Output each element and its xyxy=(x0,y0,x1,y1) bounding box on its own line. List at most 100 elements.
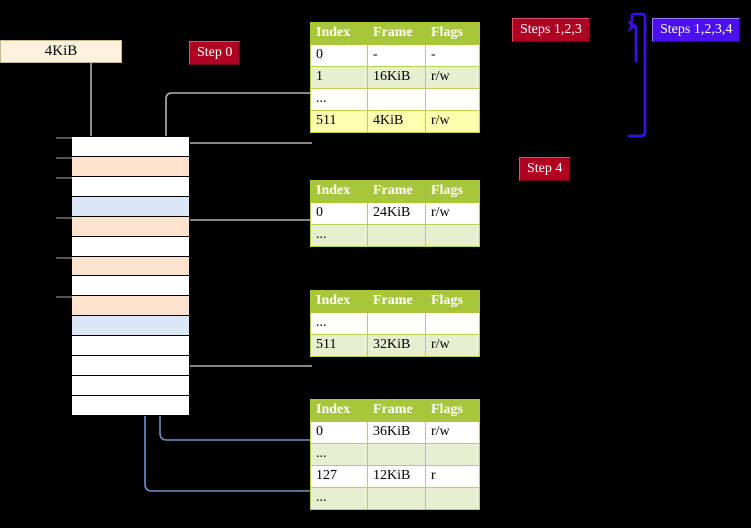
cell-index: 127 xyxy=(310,465,368,488)
memory-frame-row xyxy=(72,396,189,416)
wire-pd-511-to-memory xyxy=(178,316,312,367)
cell-frame: 32KiB xyxy=(367,334,426,357)
table-row: ... xyxy=(310,487,480,510)
cell-frame xyxy=(367,312,426,335)
column-header-index: Index xyxy=(310,180,368,203)
memory-tick-mark xyxy=(56,156,72,159)
table-row: 0-- xyxy=(310,44,480,67)
cell-index: 511 xyxy=(310,334,368,357)
memory-frame-row xyxy=(72,137,189,157)
memory-frame-row xyxy=(72,316,189,337)
badge-steps-1-2-3-4: Steps 1,2,3,4 xyxy=(652,18,741,42)
table-row: ... xyxy=(310,443,480,466)
cell-index: 0 xyxy=(310,421,368,444)
column-header-flags: Flags xyxy=(425,180,480,203)
memory-frame-row xyxy=(72,236,189,257)
memory-frame-row xyxy=(72,156,189,177)
cell-index: 1 xyxy=(310,66,368,89)
cell-frame: 4KiB xyxy=(367,110,426,133)
cell-index: ... xyxy=(310,224,368,247)
size-label-box: 4KiB xyxy=(0,40,122,63)
table-header-row: Index Frame Flags xyxy=(310,290,480,313)
cell-frame xyxy=(367,88,426,111)
cell-frame xyxy=(367,224,426,247)
cell-index: ... xyxy=(310,312,368,335)
table-row: ... xyxy=(310,312,480,335)
memory-frame-row xyxy=(72,296,189,317)
cell-frame: 16KiB xyxy=(367,66,426,89)
cell-flags: r/w xyxy=(425,334,480,357)
badge-step-0: Step 0 xyxy=(189,41,241,65)
memory-frame-row xyxy=(72,376,189,397)
cell-index: ... xyxy=(310,88,368,111)
wire-steps-bracket xyxy=(628,12,647,138)
column-header-index: Index xyxy=(310,290,368,313)
cell-index: ... xyxy=(310,443,368,466)
table-header-row: Index Frame Flags xyxy=(310,22,480,45)
memory-tick-mark xyxy=(56,256,72,259)
cell-flags: r xyxy=(425,465,480,488)
table-header-row: Index Frame Flags xyxy=(310,399,480,422)
cell-index: 0 xyxy=(310,202,368,225)
memory-frame-row xyxy=(72,336,189,357)
memory-frame-row xyxy=(72,176,189,197)
cell-frame: 12KiB xyxy=(367,465,426,488)
memory-tick-mark xyxy=(56,296,72,299)
cell-flags: r/w xyxy=(425,110,480,133)
cell-frame xyxy=(367,487,426,510)
cell-frame xyxy=(367,443,426,466)
memory-frame-row xyxy=(72,256,189,277)
memory-tick-mark xyxy=(56,137,72,139)
cell-flags xyxy=(425,312,480,335)
table-row: ... xyxy=(310,88,480,111)
column-header-frame: Frame xyxy=(367,180,426,203)
column-header-flags: Flags xyxy=(425,290,480,313)
cell-frame: 24KiB xyxy=(367,202,426,225)
memory-frame-row xyxy=(72,356,189,377)
cell-flags xyxy=(425,224,480,247)
cell-flags xyxy=(425,88,480,111)
cell-flags: r/w xyxy=(425,202,480,225)
physical-memory-column xyxy=(56,136,190,416)
table-row: ... xyxy=(310,224,480,247)
cell-frame: - xyxy=(367,44,426,67)
wire-pml4-511-to-memory xyxy=(178,142,312,152)
cell-flags xyxy=(425,487,480,510)
cell-frame: 36KiB xyxy=(367,421,426,444)
cell-index: 0 xyxy=(310,44,368,67)
memory-tick-mark xyxy=(56,176,72,179)
column-header-frame: Frame xyxy=(367,399,426,422)
badge-step-4: Step 4 xyxy=(519,157,571,181)
table-header-row: Index Frame Flags xyxy=(310,180,480,203)
column-header-index: Index xyxy=(310,399,368,422)
cell-flags xyxy=(425,443,480,466)
badge-steps-1-2-3: Steps 1,2,3 xyxy=(512,18,590,42)
memory-tick-mark xyxy=(56,216,72,219)
column-header-index: Index xyxy=(310,22,368,45)
column-header-flags: Flags xyxy=(425,22,480,45)
cell-flags: r/w xyxy=(425,66,480,89)
memory-frame-row xyxy=(72,196,189,217)
cell-index: 511 xyxy=(310,110,368,133)
column-header-frame: Frame xyxy=(367,22,426,45)
memory-frame-row xyxy=(72,216,189,237)
column-header-flags: Flags xyxy=(425,399,480,422)
cell-flags: r/w xyxy=(425,421,480,444)
memory-frame-row xyxy=(72,276,189,297)
wire-pdpt-0-to-memory xyxy=(178,219,312,262)
column-header-frame: Frame xyxy=(367,290,426,313)
